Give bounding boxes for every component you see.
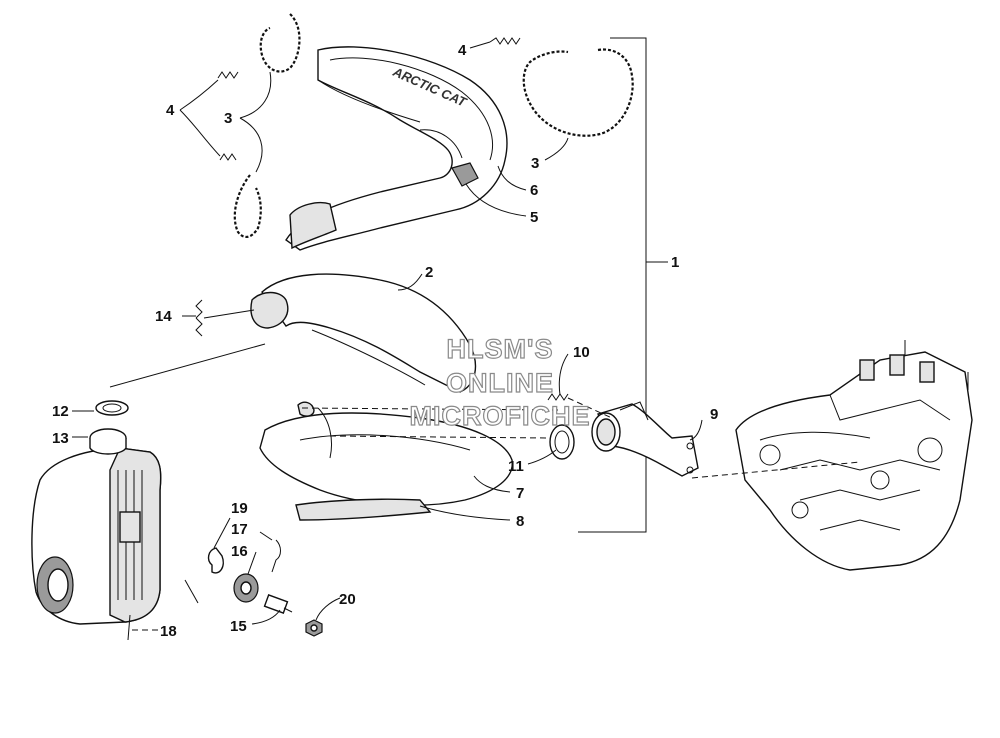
- callout-6: 6: [530, 182, 538, 199]
- callout-16: 16: [231, 543, 248, 560]
- spring-10: [547, 393, 569, 401]
- callout-12: 12: [52, 403, 69, 420]
- chamber-bracket-8: [295, 498, 432, 521]
- spring-14: [195, 299, 203, 337]
- nut-20: [305, 619, 323, 637]
- assembly-bracket: [578, 37, 668, 533]
- callout-19: 19: [231, 500, 248, 517]
- mounting-tab-19: [207, 547, 224, 574]
- callout-1: 1: [671, 254, 679, 271]
- muffler: [31, 400, 199, 641]
- callout-20: 20: [339, 591, 356, 608]
- strap-right: [522, 48, 634, 137]
- spring-top-right: [489, 37, 521, 45]
- watermark: HLSM'S ONLINE MICROFICHE: [409, 333, 591, 431]
- bolt-15: [263, 594, 293, 614]
- callout-18: 18: [160, 623, 177, 640]
- clamp-straps: [233, 13, 634, 238]
- callout-8: 8: [516, 513, 524, 530]
- callout-15: 15: [230, 618, 247, 635]
- engine-block: [735, 340, 973, 571]
- leader-lines: [72, 41, 861, 631]
- callout-13: 13: [52, 430, 69, 447]
- callout-4-left: 4: [166, 102, 175, 119]
- callout-3-left: 3: [224, 110, 232, 127]
- callout-7: 7: [516, 485, 524, 502]
- watermark-line-2: ONLINE: [446, 368, 554, 398]
- callout-3-right: 3: [531, 155, 539, 172]
- callout-5: 5: [530, 209, 538, 226]
- callout-2: 2: [425, 264, 433, 281]
- exhaust-manifold: [591, 401, 699, 477]
- callout-14: 14: [155, 308, 172, 325]
- watermark-line-3: MICROFICHE: [410, 401, 591, 431]
- watermark-line-1: HLSM'S: [447, 334, 554, 364]
- callout-4-top: 4: [458, 42, 467, 59]
- spring-left-upper: [217, 71, 239, 79]
- callout-11: 11: [508, 458, 524, 475]
- strap-left-upper: [259, 13, 301, 73]
- callout-labels: 1 2 3 3 4 4 5 6 7 8 9 10 11 12 13 14 15 …: [52, 42, 718, 640]
- spring-pin-17: [271, 539, 281, 573]
- strap-left-lower: [233, 174, 262, 238]
- callout-9: 9: [710, 406, 718, 423]
- expansion-chamber: [250, 273, 513, 521]
- springs-4: [217, 37, 521, 161]
- heat-shield: ARCTIC CAT: [285, 46, 508, 251]
- spring-left-lower: [219, 153, 237, 161]
- callout-10: 10: [573, 344, 590, 361]
- grommet-16: [233, 573, 259, 603]
- callout-17: 17: [231, 521, 248, 538]
- decal-5: [451, 162, 479, 187]
